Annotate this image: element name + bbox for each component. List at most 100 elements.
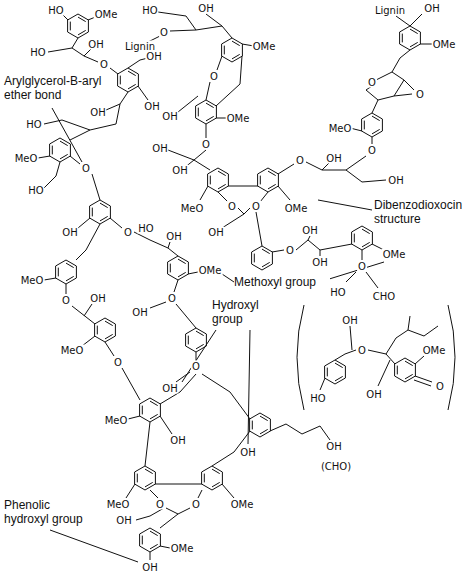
double-bond bbox=[260, 429, 268, 434]
benzene-ring bbox=[258, 168, 279, 192]
double-bond bbox=[170, 264, 171, 273]
atom-label: OH bbox=[61, 227, 78, 238]
atom-label: O bbox=[81, 163, 91, 174]
double-bond bbox=[198, 108, 199, 117]
benzene-ring bbox=[90, 200, 111, 224]
atom-label: OMe bbox=[382, 249, 407, 260]
atom-label: O bbox=[415, 89, 425, 100]
atom-label: OMe bbox=[226, 113, 251, 124]
chemical-bond bbox=[410, 14, 422, 26]
atom-label: OH bbox=[197, 3, 214, 14]
double-bond bbox=[150, 414, 158, 419]
atom-label: OMe bbox=[198, 265, 223, 276]
atom-label: (CHO) bbox=[320, 461, 352, 472]
chemical-bond bbox=[38, 156, 50, 158]
chemical-bond bbox=[166, 508, 190, 514]
atom-label: OH bbox=[325, 153, 342, 164]
chemical-bond bbox=[72, 306, 95, 324]
atom-label: HO bbox=[309, 393, 326, 404]
callout-label: Phenolic hydroxyl group bbox=[4, 498, 96, 526]
chemical-bond bbox=[372, 137, 373, 144]
double-bond bbox=[142, 536, 143, 545]
double-bond bbox=[397, 366, 398, 375]
chemical-bond bbox=[238, 208, 250, 214]
leader-line bbox=[326, 262, 384, 280]
callout-label: Hydroxyl group bbox=[212, 298, 274, 326]
chemical-bond bbox=[296, 240, 352, 250]
chemical-bond bbox=[278, 186, 290, 200]
chemical-bond bbox=[122, 368, 140, 400]
double-bond bbox=[150, 544, 158, 549]
benzene-ring bbox=[95, 318, 116, 342]
benzene-ring bbox=[135, 466, 156, 490]
chemical-bond bbox=[392, 50, 410, 72]
atom-label: O bbox=[209, 71, 219, 82]
chemical-bond bbox=[48, 48, 72, 52]
atom-label: O bbox=[191, 499, 201, 510]
chemical-bond bbox=[394, 94, 412, 96]
atom-label: O bbox=[285, 245, 295, 256]
benzene-ring bbox=[186, 328, 207, 352]
bracket bbox=[448, 305, 455, 410]
atom-label: MeO bbox=[328, 123, 353, 134]
atom-label: OH bbox=[151, 143, 168, 154]
atom-label: OMe bbox=[230, 499, 255, 510]
atom-label: O bbox=[155, 499, 165, 510]
atom-label: O bbox=[435, 381, 445, 392]
chemical-bond bbox=[420, 44, 432, 45]
atom-label: OH bbox=[145, 51, 162, 62]
double-bond bbox=[410, 29, 418, 33]
benzene-ring bbox=[362, 113, 383, 137]
chemical-bond bbox=[150, 302, 166, 308]
chemical-bond bbox=[126, 484, 135, 498]
chemical-bond bbox=[106, 92, 128, 110]
double-bond bbox=[60, 141, 68, 146]
double-bond bbox=[354, 234, 355, 243]
chemical-bond bbox=[194, 160, 210, 170]
double-bond bbox=[150, 531, 158, 536]
double-bond bbox=[212, 482, 220, 487]
callout-label: Arylglycerol-B-aryl ether bond bbox=[4, 74, 104, 102]
double-bond bbox=[145, 469, 153, 474]
double-bond bbox=[405, 361, 413, 366]
chemical-bond bbox=[66, 284, 67, 294]
double-bond bbox=[252, 421, 253, 430]
chemical-bond bbox=[260, 192, 268, 202]
double-bond bbox=[100, 216, 108, 221]
chemical-bond bbox=[320, 378, 325, 390]
double-bond bbox=[218, 171, 226, 176]
chemical-bond bbox=[160, 416, 172, 434]
atom-label: O bbox=[159, 27, 169, 38]
atom-label: OH bbox=[311, 257, 328, 268]
atom-label: OH bbox=[325, 441, 342, 452]
atom-label: OH bbox=[387, 175, 404, 186]
benzene-ring bbox=[196, 100, 217, 124]
double-bond bbox=[218, 184, 226, 189]
chemical-bond bbox=[222, 484, 234, 498]
benzene-ring bbox=[395, 358, 416, 382]
benzene-ring bbox=[400, 26, 421, 50]
benzene-ring bbox=[222, 38, 243, 62]
benzene-ring bbox=[68, 14, 89, 38]
chemical-bond bbox=[150, 552, 151, 560]
atom-label: MeO bbox=[106, 499, 131, 510]
atom-label: OH bbox=[365, 389, 382, 400]
chemical-bond bbox=[222, 214, 244, 228]
atom-label: OH bbox=[165, 231, 182, 242]
chemical-bond bbox=[335, 350, 356, 360]
atom-label: O bbox=[367, 77, 377, 88]
chemical-bond bbox=[168, 242, 170, 248]
benzene-ring bbox=[208, 168, 229, 192]
chemical-bond bbox=[216, 56, 242, 106]
chemical-bond bbox=[346, 170, 386, 182]
atom-label: OH bbox=[161, 383, 178, 394]
chemical-bond bbox=[196, 352, 197, 360]
double-bond bbox=[142, 406, 143, 415]
chemical-bond bbox=[160, 546, 170, 548]
atom-label: O bbox=[227, 201, 237, 212]
double-bond bbox=[262, 262, 270, 267]
double-bond bbox=[196, 331, 204, 336]
double-bond bbox=[410, 42, 418, 47]
atom-label: OH bbox=[143, 101, 160, 112]
